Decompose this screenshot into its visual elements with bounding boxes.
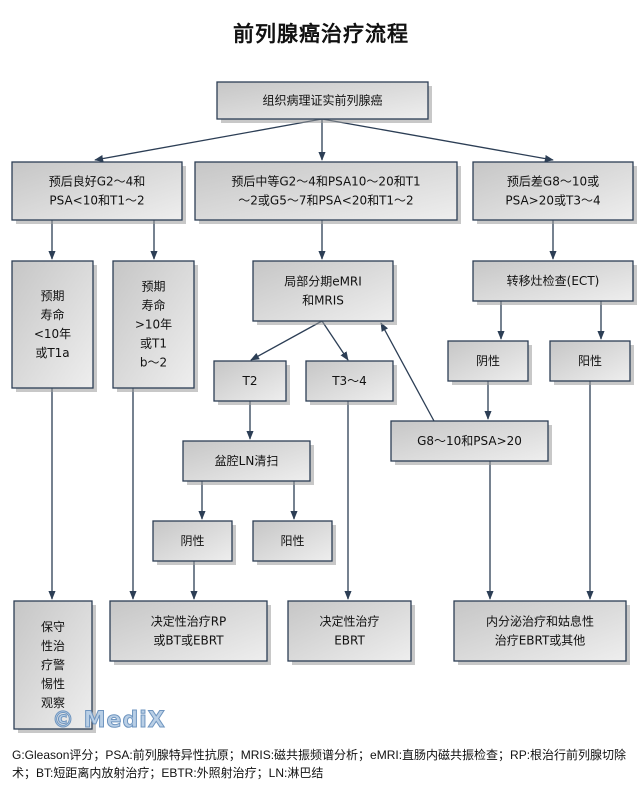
box-frame — [549, 340, 631, 382]
box-frame — [287, 600, 412, 662]
node-label-line: 或T1a — [35, 346, 69, 360]
node-good-prognosis: 预后良好G2～4和 PSA<10和T1～2 — [11, 161, 186, 224]
arrow-confirm-to-poor — [321, 118, 554, 163]
node-label-line: 预后良好G2～4和 — [49, 174, 146, 189]
node-pelvic-ln-dissection: 盆腔LN清扫 — [182, 440, 314, 485]
box-frame — [13, 600, 93, 730]
node-label-line: T3～4 — [331, 374, 367, 388]
node-label-line: 预期 — [40, 289, 64, 303]
arrow-staging-to-t34 — [321, 320, 349, 361]
box-frame — [447, 340, 529, 382]
node-label-line: 治疗EBRT或其他 — [495, 634, 586, 648]
box-frame — [472, 161, 634, 221]
arrow-confirm-to-good — [94, 118, 323, 163]
node-label-line: 阳性 — [280, 534, 304, 548]
box-frame — [152, 520, 233, 562]
node-ln-positive: 阳性 — [252, 520, 336, 565]
node-label-line: 阴性 — [476, 354, 500, 368]
node-label-line: G8～10和PSA>20 — [417, 434, 522, 448]
node-label-line: PSA<10和T1～2 — [49, 194, 144, 208]
arrow-staging-to-t2 — [250, 320, 323, 361]
node-ln-negative: 阴性 — [152, 520, 236, 565]
box-frame — [252, 260, 394, 322]
node-label-line: ～2或G5～7和PSA<20和T1～2 — [238, 194, 413, 208]
node-label-line: 观察 — [41, 696, 65, 710]
node-local-staging: 局部分期eMRI 和MRIS — [252, 260, 397, 325]
node-label-line: 局部分期eMRI — [284, 274, 362, 289]
box-frame — [112, 260, 195, 389]
node-ect-positive: 阳性 — [549, 340, 634, 385]
node-label-line: 决定性治疗 — [319, 614, 379, 629]
node-label-line: 或T1 — [140, 337, 167, 351]
node-t2: T2 — [213, 360, 290, 405]
node-label-line: 内分泌治疗和姑息性 — [486, 614, 594, 629]
box-frame — [472, 260, 634, 302]
node-label-line: 或BT或EBRT — [153, 634, 224, 648]
box-frame — [194, 161, 458, 221]
node-label-line: PSA>20或T3～4 — [505, 194, 600, 208]
box-frame — [213, 360, 287, 402]
node-g8-psa20: G8～10和PSA>20 — [390, 420, 552, 465]
watermark-logo: © MediX — [52, 708, 166, 734]
edges — [48, 118, 605, 600]
node-metastasis-check: 转移灶检查(ECT) — [472, 260, 637, 305]
page-title: 前列腺癌治疗流程 — [233, 22, 409, 46]
node-label-line: 保守 — [41, 620, 65, 634]
node-label-line: 寿命 — [141, 298, 165, 313]
footnote-abbreviations: G:Gleason评分；PSA:前列腺特异性抗原；MRIS:磁共振频谱分析；eM… — [12, 748, 627, 780]
box-frame — [453, 600, 627, 662]
node-label-line: 阳性 — [578, 354, 602, 368]
node-label-line: 寿命 — [40, 307, 64, 322]
node-label-line: EBRT — [334, 634, 365, 648]
box-frame — [11, 260, 94, 389]
node-label-line: T2 — [242, 374, 258, 388]
node-ect-negative: 阴性 — [447, 340, 532, 385]
node-label-line: 预期 — [141, 280, 165, 294]
box-frame — [109, 600, 268, 662]
node-label-line: 预后中等G2～4和PSA10～20和T1 — [231, 174, 420, 189]
node-poor-prognosis: 预后差G8～10或 PSA>20或T3～4 — [472, 161, 637, 224]
node-label-line: <10年 — [34, 327, 71, 341]
node-label-line: b～2 — [140, 356, 167, 370]
box-frame — [182, 440, 311, 482]
node-label-line: 疗警 — [41, 657, 65, 672]
box-frame — [252, 520, 333, 562]
node-label-line: 和MRIS — [302, 294, 344, 308]
node-label-line: >10年 — [135, 318, 172, 332]
box-frame — [216, 81, 429, 120]
node-label-line: 惕性 — [41, 677, 65, 691]
node-label-line: 盆腔LN清扫 — [215, 453, 279, 468]
box-frame — [11, 161, 183, 221]
box-frame — [390, 420, 549, 462]
node-definitive-ebrt: 决定性治疗 EBRT — [287, 600, 415, 665]
node-pathology-confirmed: 组织病理证实前列腺癌 — [216, 81, 432, 123]
node-t3-4: T3～4 — [305, 360, 397, 405]
box-frame — [305, 360, 394, 402]
node-definitive-rp-bt-ebrt: 决定性治疗RP 或BT或EBRT — [109, 600, 271, 665]
arrow-g8-to-staging — [380, 322, 435, 422]
node-label-line: 决定性治疗RP — [151, 614, 227, 629]
node-label-line: 转移灶检查(ECT) — [507, 273, 600, 288]
node-label-line: 阴性 — [180, 534, 204, 548]
node-label-line: 组织病理证实前列腺癌 — [262, 93, 382, 108]
node-label-line: 性治 — [41, 639, 65, 653]
node-label-line: 预后差G8～10或 — [507, 175, 599, 189]
node-intermediate-prognosis: 预后中等G2～4和PSA10～20和T1 ～2或G5～7和PSA<20和T1～2 — [194, 161, 461, 224]
